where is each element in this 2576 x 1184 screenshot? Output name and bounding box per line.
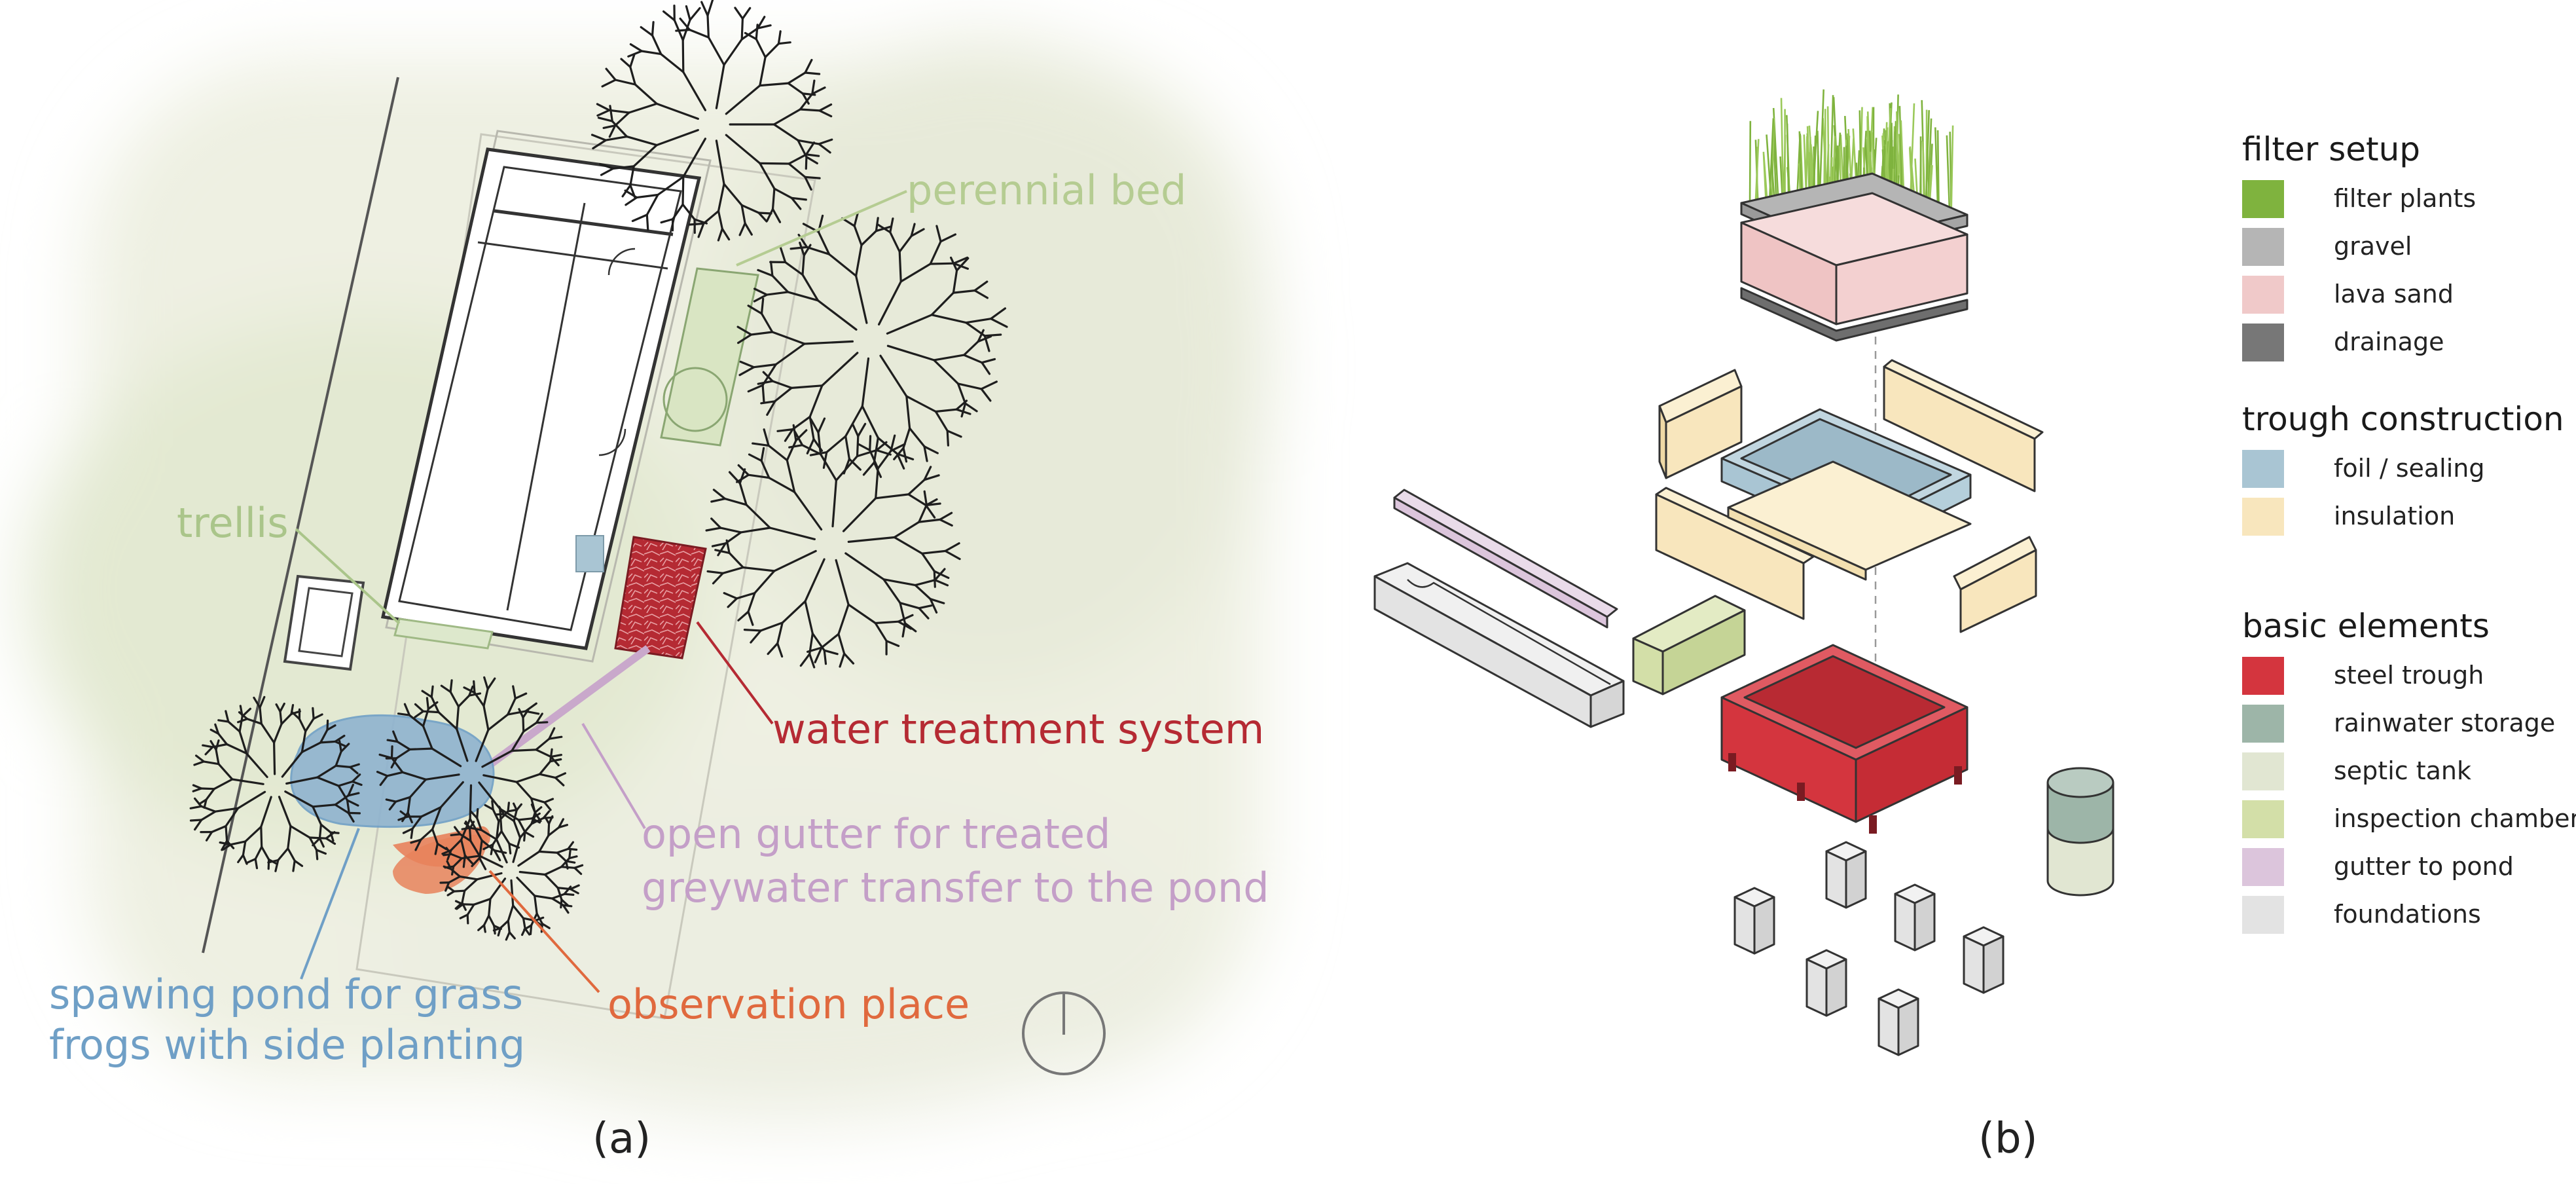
label-gutter-line-1: open gutter for treated bbox=[642, 810, 1110, 858]
plant-blade bbox=[1919, 140, 1922, 198]
insulation-boards-bottom bbox=[1655, 460, 2037, 633]
plant-blade bbox=[1946, 135, 1951, 219]
label-perennial-bed: perennial bed bbox=[907, 166, 1186, 214]
plant-blade bbox=[1898, 105, 1904, 201]
tree-canopy bbox=[376, 676, 567, 870]
tree-canopy bbox=[439, 800, 584, 941]
plant-blade bbox=[1934, 127, 1939, 204]
legend-label: septic tank bbox=[2334, 756, 2471, 785]
legend-swatch bbox=[2242, 752, 2284, 790]
caption-b: (b) bbox=[1978, 1115, 2038, 1163]
label-water-treatment-system: water treatment system bbox=[772, 705, 1264, 753]
collector-box bbox=[575, 535, 604, 572]
legend-swatch bbox=[2242, 324, 2284, 361]
legend-label: inspection chamber bbox=[2334, 804, 2576, 833]
plant-blade bbox=[1766, 134, 1772, 200]
foundations bbox=[1733, 841, 2005, 1056]
foundation-pillar bbox=[1878, 988, 1919, 1056]
legend-label: rainwater storage bbox=[2334, 709, 2555, 737]
plant-blade bbox=[1812, 111, 1819, 189]
plant-blade bbox=[1808, 125, 1815, 191]
legend-swatch bbox=[2242, 180, 2284, 218]
water-treatment-system bbox=[614, 536, 707, 659]
legend-swatch bbox=[2242, 228, 2284, 266]
foundation-pillar bbox=[1733, 887, 1775, 955]
label-observation-place: observation place bbox=[608, 980, 970, 1028]
legend-group: basic elements steel trough rainwater stor… bbox=[2242, 607, 2576, 934]
foundation-pillar bbox=[1805, 949, 1847, 1017]
steel-trough bbox=[1720, 644, 1968, 834]
legend-group: filter setup filter plants gravel lava sand… bbox=[2242, 130, 2476, 361]
legend-label: gravel bbox=[2334, 232, 2412, 261]
septic-tank bbox=[1373, 562, 1625, 728]
panel-a-site-plan: perennial bed trellis water treatment sy… bbox=[26, 0, 1270, 1163]
plant-blade bbox=[1832, 97, 1839, 187]
legend-label: gutter to pond bbox=[2334, 852, 2514, 881]
plant-blade bbox=[1927, 118, 1932, 200]
house bbox=[380, 147, 702, 650]
plant-blade bbox=[1770, 118, 1775, 209]
legend-label: steel trough bbox=[2334, 661, 2484, 690]
foundation-pillar bbox=[1963, 926, 2005, 994]
legend: filter setup filter plants gravel lava sand… bbox=[2242, 130, 2576, 934]
leader-lines bbox=[295, 190, 907, 993]
legend-heading: filter setup bbox=[2242, 130, 2420, 168]
trellis-strip bbox=[393, 618, 494, 650]
street-line bbox=[202, 77, 399, 953]
legend-swatch bbox=[2242, 498, 2284, 536]
legend-label: drainage bbox=[2334, 327, 2444, 356]
legend-label: insulation bbox=[2334, 502, 2455, 530]
panel-b-exploded-view: filter setup filter plants gravel lava sand… bbox=[1373, 89, 2576, 1163]
plant-blade bbox=[1925, 110, 1930, 206]
legend-swatch bbox=[2242, 276, 2284, 314]
plant-blade bbox=[1749, 120, 1752, 206]
drainage-layer bbox=[1740, 287, 1968, 342]
plant-blade bbox=[1786, 123, 1790, 199]
plant-blade bbox=[1756, 147, 1758, 206]
perennial-bed bbox=[660, 267, 759, 447]
plant-blade bbox=[1819, 89, 1824, 187]
plant-blade bbox=[1780, 98, 1785, 194]
label-pond-line-1: spawing pond for grass bbox=[49, 971, 523, 1018]
lava-sand-right bbox=[1835, 233, 1968, 325]
label-gutter-line-2: greywater transfer to the pond bbox=[642, 864, 1269, 912]
tree-canopies bbox=[189, 0, 1008, 941]
legend-heading: trough construction bbox=[2242, 400, 2564, 438]
legend-group: trough construction foil / sealing insulat… bbox=[2242, 400, 2564, 536]
legend-swatch bbox=[2242, 848, 2284, 886]
foundation-pillar bbox=[1894, 883, 1936, 952]
tree-canopy bbox=[590, 0, 833, 242]
foundation-pillar bbox=[1825, 841, 1867, 909]
legend-heading: basic elements bbox=[2242, 607, 2490, 645]
gutter-to-pond bbox=[1393, 489, 1618, 629]
insulation-boards-top bbox=[1658, 359, 2044, 492]
tree-canopy bbox=[705, 417, 961, 669]
inspection-chamber bbox=[1632, 595, 1746, 695]
caption-a: (a) bbox=[592, 1115, 651, 1163]
legend-label: foundations bbox=[2334, 900, 2481, 929]
label-pond-line-2: frogs with side planting bbox=[49, 1021, 525, 1069]
plant-blade bbox=[1826, 106, 1830, 197]
label-trellis: trellis bbox=[177, 499, 289, 547]
legend-swatch bbox=[2242, 657, 2284, 695]
tree-canopy bbox=[736, 212, 1008, 478]
north-arrow-icon bbox=[1022, 991, 1106, 1075]
legend-swatch bbox=[2242, 450, 2284, 488]
legend-swatch bbox=[2242, 800, 2284, 838]
legend-swatch bbox=[2242, 705, 2284, 743]
rainwater-storage bbox=[2046, 767, 2114, 897]
tree-canopy bbox=[189, 695, 363, 872]
plot-boundary bbox=[355, 133, 816, 1020]
legend-label: lava sand bbox=[2334, 280, 2454, 308]
shed bbox=[283, 574, 365, 671]
legend-label: filter plants bbox=[2334, 184, 2476, 213]
legend-label: foil / sealing bbox=[2334, 454, 2485, 483]
legend-swatch bbox=[2242, 896, 2284, 934]
plant-blade bbox=[1950, 125, 1954, 212]
